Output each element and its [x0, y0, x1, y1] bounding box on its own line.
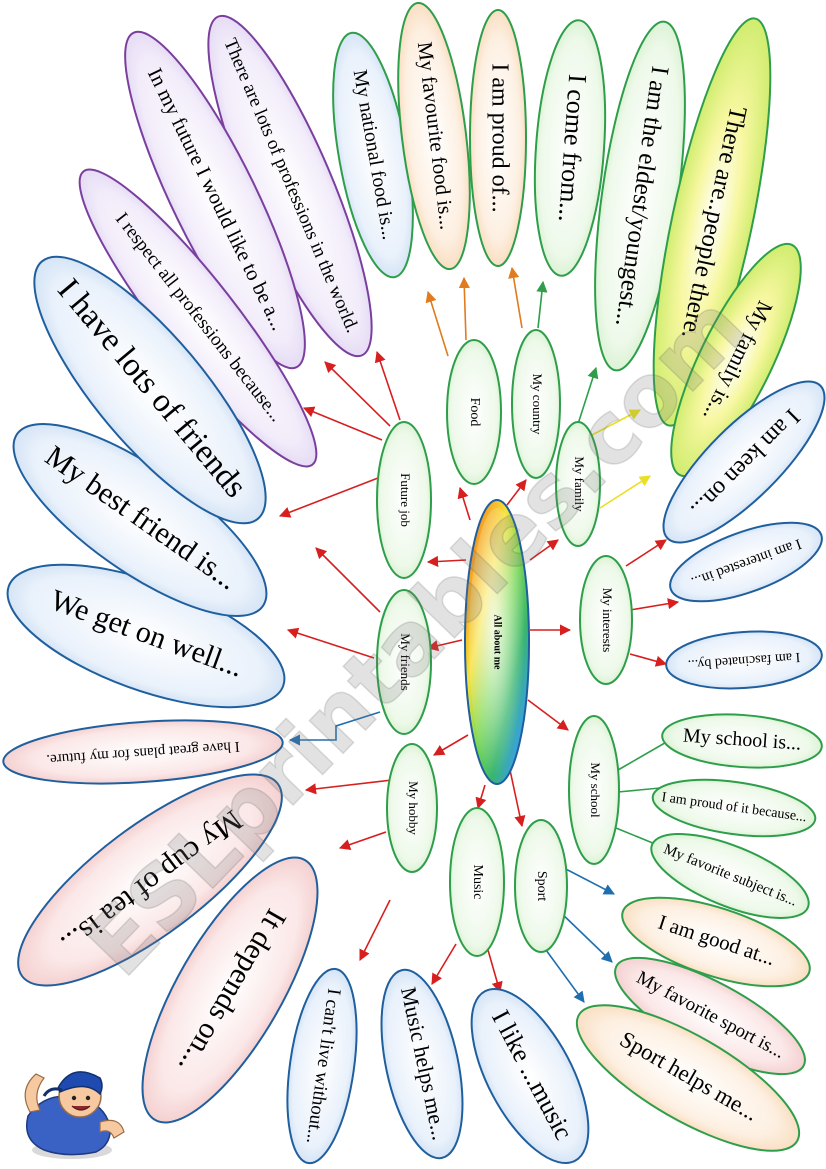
- topic-label: Sport: [534, 871, 549, 901]
- arrow-music-2: [432, 944, 456, 984]
- phrase-my-school-is: My school is...: [660, 709, 823, 772]
- topic-label: My interests: [600, 588, 615, 653]
- phrase-my-interests-fascinated: I am fascinated by...: [664, 627, 824, 694]
- arrow-my-country-1: [512, 268, 522, 328]
- topic-label: Music: [470, 865, 485, 900]
- phrase-music-helps: Music helps me...: [367, 963, 477, 1166]
- arrow-future-job-4: [280, 478, 378, 516]
- arrow-my-hobby-2: [340, 832, 386, 848]
- phrase-text: I am proud of...: [486, 63, 512, 212]
- topic-my-hobby: My hobby: [387, 744, 437, 872]
- arrow-future-job-2: [325, 362, 390, 426]
- topic-future-job: Future job: [377, 422, 431, 578]
- topic-label: My country: [530, 373, 545, 435]
- arrow-my-hobby-1: [360, 900, 390, 960]
- arrow-my-interests-3: [630, 654, 666, 664]
- topic-my-school: My school: [569, 716, 619, 864]
- arrow-my-school-2: [618, 788, 660, 792]
- arrow-future-job-1: [377, 352, 400, 420]
- arrow-my-friends-3: [316, 548, 380, 612]
- topic-sport: Sport: [515, 820, 567, 952]
- topic-food: Food: [447, 340, 501, 484]
- cartoon-boy-illustration: [25, 1072, 124, 1159]
- arrow-my-interests-1: [626, 540, 666, 566]
- phrase-music-like: I like ...music: [448, 972, 612, 1169]
- phrase-my-country-proud: I am proud of...: [470, 10, 526, 266]
- topic-label: My school: [588, 762, 603, 818]
- topic-label: Future job: [398, 473, 413, 527]
- arrow-center-my-school: [528, 700, 568, 730]
- arrow-my-school-1: [618, 740, 670, 770]
- arrow-my-country-2: [538, 282, 543, 328]
- arrow-center-sport: [510, 770, 522, 826]
- topic-label: My hobby: [406, 781, 421, 835]
- topic-my-interests: My interests: [580, 556, 632, 684]
- arrow-sport-1: [560, 866, 614, 894]
- phrase-my-hobby-cant-live: I can't live without...: [277, 965, 368, 1168]
- arrow-food-1: [428, 292, 448, 356]
- topic-music: Music: [450, 808, 504, 956]
- arrow-sport-3: [546, 950, 584, 1002]
- topic-label: Food: [467, 398, 482, 427]
- arrow-food-2: [464, 278, 466, 340]
- arrow-future-job-3: [304, 408, 382, 440]
- arrow-sport-2: [558, 910, 612, 962]
- arrow-center-my-hobby: [434, 735, 468, 755]
- arrow-my-interests-2: [630, 602, 678, 610]
- arrow-music-1: [488, 950, 500, 992]
- arrow-center-music: [478, 785, 485, 808]
